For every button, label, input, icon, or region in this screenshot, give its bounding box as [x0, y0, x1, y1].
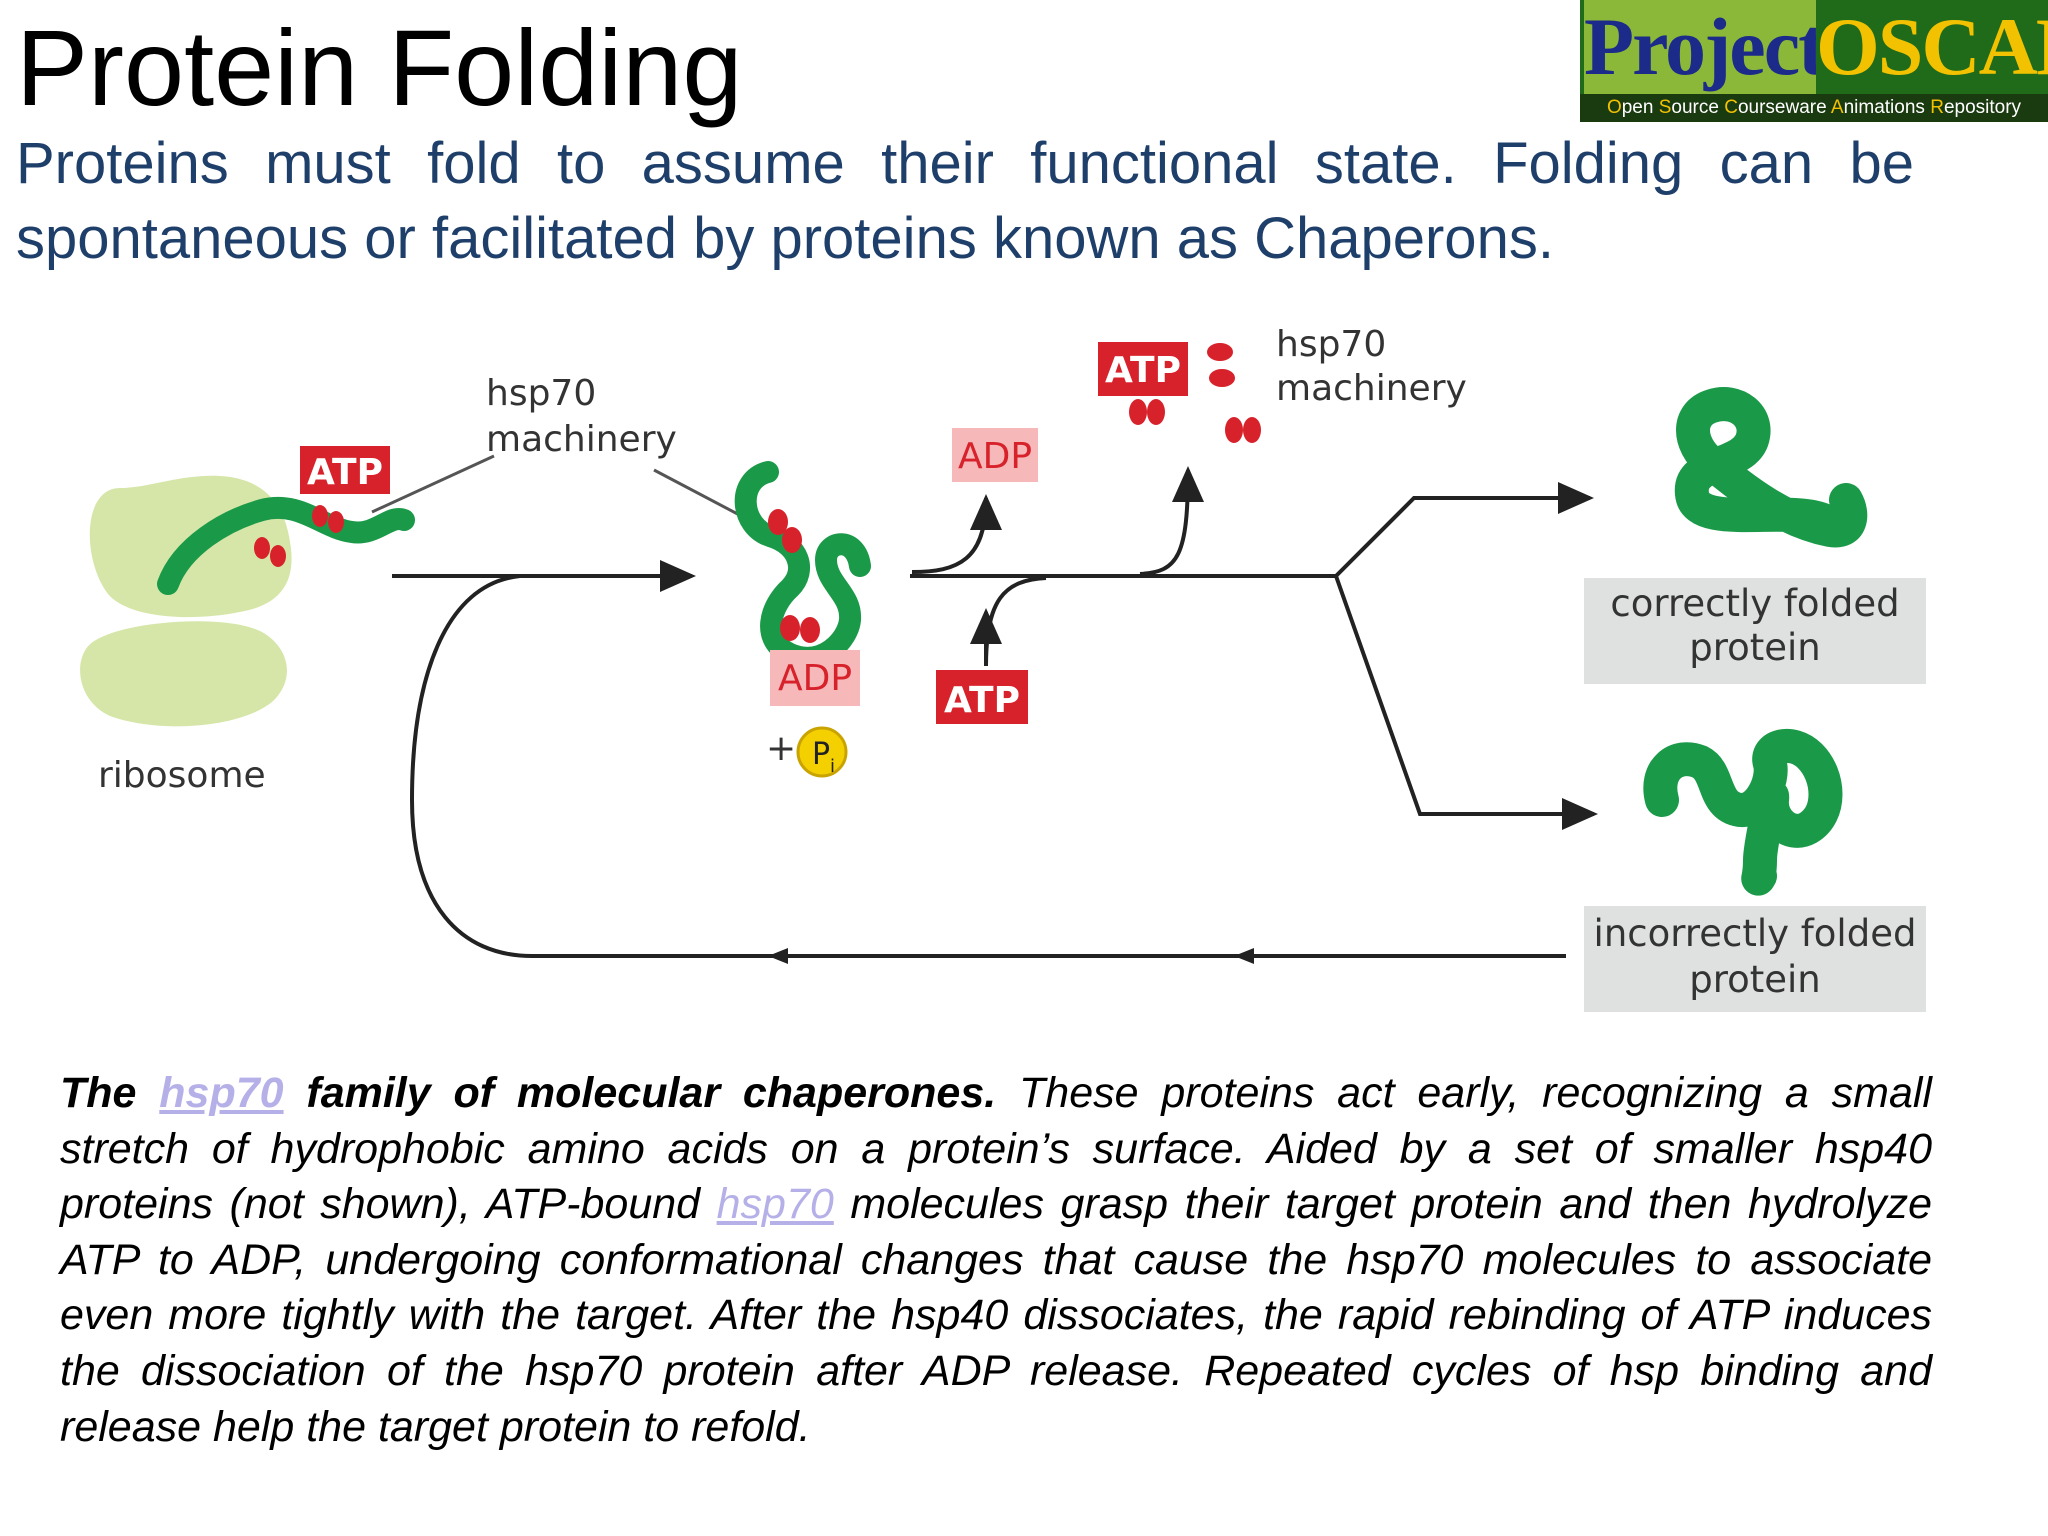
- svg-text:hsp70: hsp70: [1276, 324, 1386, 365]
- slide-title: Protein Folding: [16, 7, 743, 128]
- svg-text:ATP: ATP: [1105, 350, 1181, 391]
- svg-text:ATP: ATP: [307, 452, 383, 493]
- project-oscar-logo[interactable]: Project OSCAR Open Source Courseware Ani…: [1580, 0, 2048, 122]
- svg-text:machinery: machinery: [486, 419, 677, 460]
- adp-release-arrow: [911, 494, 1002, 574]
- atp-badge-left: ATP: [300, 446, 390, 494]
- incorrectly-folded-protein: [1643, 729, 1843, 896]
- incorrect-label-box: [1584, 906, 1926, 1012]
- hsp70-dimer-center: [768, 509, 820, 643]
- caption-body-2: molecules grasp their target protein and…: [60, 1180, 1932, 1451]
- adp-badge-center: ADP: [770, 650, 860, 706]
- return-arrowhead-1: [1234, 948, 1254, 964]
- atp-binding-arrow: [984, 576, 1047, 667]
- svg-text:incorrectly folded: incorrectly folded: [1594, 912, 1917, 955]
- label-leader-left: [371, 454, 495, 514]
- hsp70-cycle-diagram: ribosome ATP hsp70 machinery ADP + P i: [80, 324, 1926, 1012]
- hsp70-label-left: hsp70 machinery: [486, 373, 677, 460]
- atp-badge-incoming: ATP: [936, 670, 1028, 724]
- branch-to-correct: [1334, 482, 1594, 578]
- logo-word-oscar: OSCAR: [1816, 0, 2048, 94]
- hsp70-label-right: hsp70 machinery: [1276, 324, 1467, 409]
- svg-text:ADP: ADP: [958, 436, 1032, 477]
- svg-text:protein: protein: [1689, 958, 1821, 1001]
- slide-subtitle: Proteins must fold to assume their funct…: [16, 131, 1914, 271]
- nascent-protein-chain: [157, 496, 415, 595]
- released-hsp70-molecules: [1129, 343, 1261, 443]
- branch-to-incorrect: [1334, 575, 1598, 830]
- logo-tagline: Open Source Courseware Animations Reposi…: [1580, 94, 2048, 122]
- caption-lead: The hsp70 family of molecular chaperones…: [60, 1069, 997, 1117]
- correctly-folded-protein: [1674, 387, 1868, 548]
- hsp70-dimer-left: [254, 505, 344, 567]
- hsp70-link-1[interactable]: hsp70: [159, 1069, 284, 1117]
- figure-caption: The hsp70 family of molecular chaperones…: [60, 1066, 1932, 1455]
- return-arrowhead-2: [768, 948, 788, 964]
- incorrect-label: incorrectly folded protein: [1594, 912, 1917, 1001]
- svg-text:ATP: ATP: [944, 680, 1020, 721]
- logo-word-project: Project: [1584, 0, 1825, 94]
- hsp70-link-2[interactable]: hsp70: [716, 1180, 834, 1229]
- svg-text:machinery: machinery: [1276, 368, 1467, 409]
- plus-sign: +: [766, 728, 796, 769]
- caption-body-1: These proteins act early, recognizing a …: [60, 1069, 1932, 1229]
- svg-text:i: i: [830, 756, 835, 777]
- atp-badge-released: ATP: [1098, 342, 1188, 396]
- refold-return-line: [409, 574, 1566, 958]
- svg-text:ADP: ADP: [778, 658, 852, 699]
- svg-text:hsp70: hsp70: [486, 373, 596, 414]
- hsp70-release-arrow: [1139, 466, 1204, 576]
- ribosome-label: ribosome: [98, 755, 266, 796]
- svg-text:P: P: [812, 737, 830, 772]
- svg-text:correctly folded: correctly folded: [1610, 582, 1899, 625]
- correct-label-box: [1584, 578, 1926, 684]
- adp-badge-released: ADP: [952, 428, 1038, 482]
- svg-text:protein: protein: [1689, 626, 1821, 669]
- phosphate-pi: P i: [796, 726, 848, 778]
- correct-label: correctly folded protein: [1610, 582, 1899, 669]
